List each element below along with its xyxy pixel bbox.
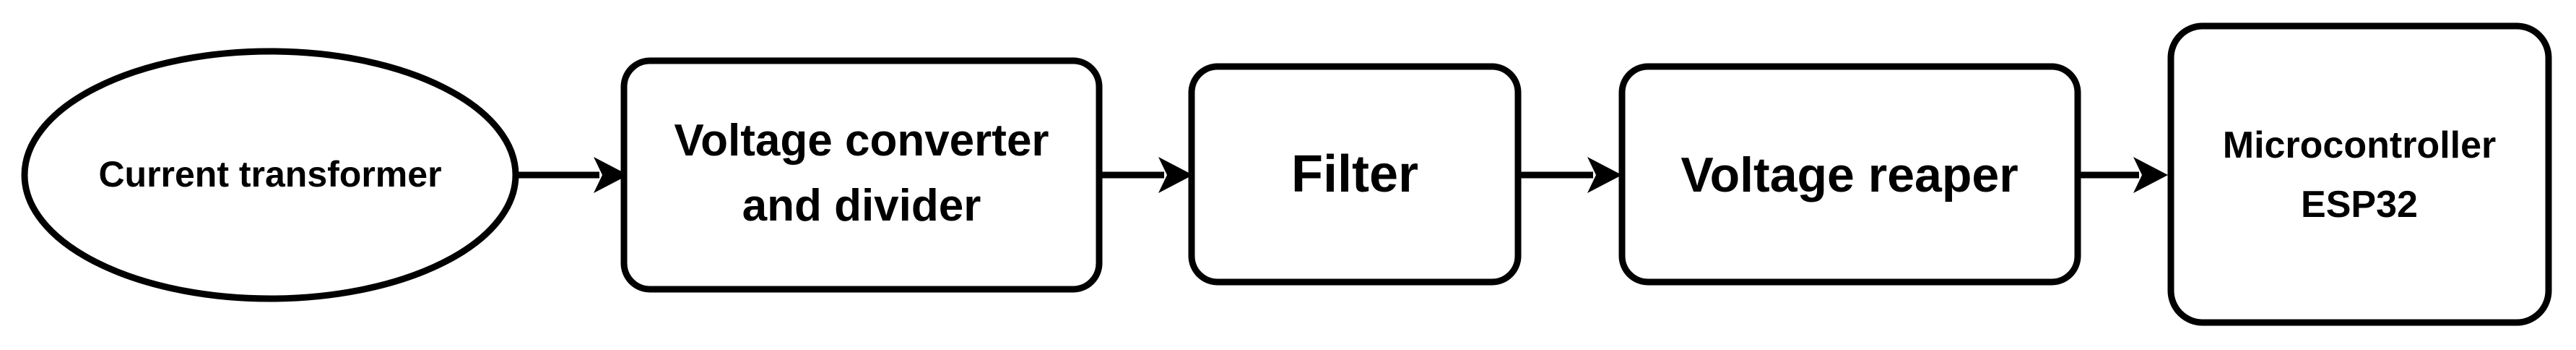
voltage-reaper-label: Voltage reaper: [1681, 148, 2018, 202]
arrowhead-converter-to-filter: [1158, 157, 1193, 193]
current-transformer-label: Current transformer: [98, 154, 441, 195]
filter-box: [1188, 63, 1522, 286]
voltage-converter-box: [620, 57, 1103, 293]
filter-label: Filter: [1291, 145, 1418, 203]
microcontroller-label-line1: Microcontroller: [2223, 124, 2497, 166]
arrowhead-filter-to-reaper: [1587, 157, 1622, 193]
voltage-reaper-box: [1618, 63, 2081, 286]
node-voltage-reaper: Voltage reaper: [1618, 63, 2081, 286]
microcontroller-label-line2: ESP32: [2301, 184, 2418, 226]
node-microcontroller: Microcontroller ESP32: [2167, 22, 2552, 326]
arrowhead-reaper-to-microcontroller: [2133, 157, 2168, 193]
microcontroller-box: [2167, 22, 2552, 326]
voltage-converter-label-line1: Voltage converter: [674, 116, 1049, 166]
arrowhead-current-to-converter: [594, 157, 628, 193]
node-voltage-converter: Voltage converter and divider: [620, 57, 1103, 293]
node-current-transformer: Current transformer: [21, 48, 519, 302]
current-transformer-ellipse: [21, 48, 519, 302]
voltage-converter-label-line2: and divider: [742, 181, 981, 231]
connectors: [516, 157, 2168, 193]
node-filter: Filter: [1188, 63, 1522, 286]
